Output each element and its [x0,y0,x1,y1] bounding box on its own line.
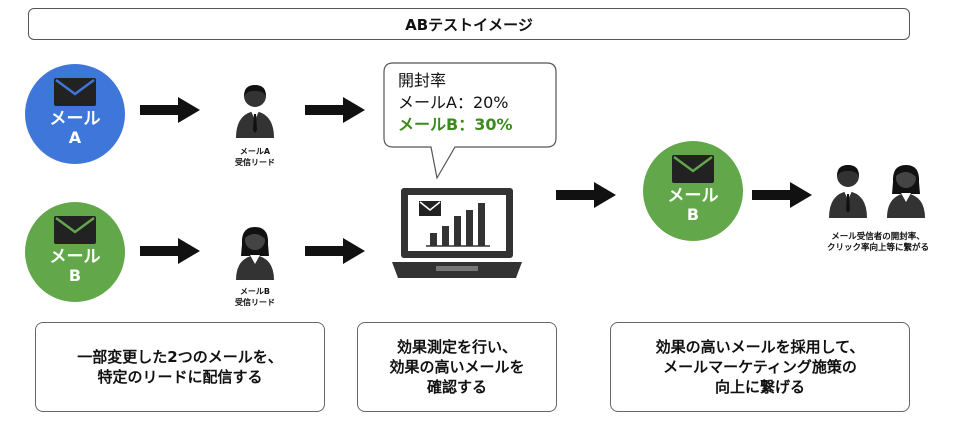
arrow-right-icon [140,97,200,123]
mail-b-circle: メール B [25,202,125,302]
arrow-right-icon [305,238,365,264]
step-3-line3: 向上に繋げる [714,378,805,396]
result-line1: メール受信者の開封率、 [831,232,925,242]
result-line2: クリック率向上等に繋がる [826,243,929,253]
winner-label: メール [667,186,719,206]
step-box-2: 効果測定を行い、 効果の高いメールを 確認する [357,322,557,412]
title-box: ABテストイメージ [28,8,910,40]
mail-b-letter: B [68,266,82,285]
bubble-line-a: メールA：20% [398,93,509,112]
lead-b-line2: 受信リード [235,298,275,307]
envelope-icon [54,78,96,106]
lead-b-caption: メールB 受信リード [222,286,288,308]
lead-b-line1: メールB [239,287,271,296]
man-icon [236,85,274,138]
step-3-line2: メールマーケティング施策の [663,358,857,376]
step-1-line1: 一部変更した2つのメールを、 [77,348,283,366]
lead-a-caption: メールA 受信リード [222,146,288,168]
step-3-line1: 効果の高いメールを採用して、 [655,338,865,356]
lead-a-line2: 受信リード [235,158,275,167]
diagram-title: ABテストイメージ [405,15,533,34]
lead-a-line1: メールA [239,147,271,156]
woman-icon [887,165,925,218]
mail-a-letter: A [68,128,82,147]
mail-a-circle: メール A [25,64,125,164]
bubble-content: 開封率 メールA：20% メールB：30% [398,70,548,136]
step-2-line1: 効果測定を行い、 [396,338,517,356]
envelope-icon [54,216,96,244]
speech-bubble-shape [383,62,557,180]
step-box-3: 効果の高いメールを採用して、 メールマーケティング施策の 向上に繋げる [610,322,910,412]
arrow-right-icon [752,182,812,208]
envelope-icon [672,155,714,183]
mail-a-label: メール [49,109,101,129]
step-box-1: 一部変更した2つのメールを、 特定のリードに配信する [35,322,325,412]
winner-mail-b-circle: メール B [643,141,743,241]
woman-icon [236,227,274,280]
step-2-line2: 効果の高いメールを [389,358,525,376]
arrow-right-icon [305,97,365,123]
step-2-line3: 確認する [426,378,487,396]
arrow-right-icon [556,182,616,208]
bubble-line-b: メールB：30% [398,115,513,134]
arrow-right-icon [140,238,200,264]
laptop-chart-icon [392,188,522,278]
result-caption: メール受信者の開封率、 クリック率向上等に繋がる [810,232,946,254]
mail-b-label: メール [49,247,101,267]
winner-letter: B [686,205,700,224]
bubble-title: 開封率 [398,71,447,90]
man-icon [829,165,867,218]
step-1-line2: 特定のリードに配信する [97,368,263,386]
